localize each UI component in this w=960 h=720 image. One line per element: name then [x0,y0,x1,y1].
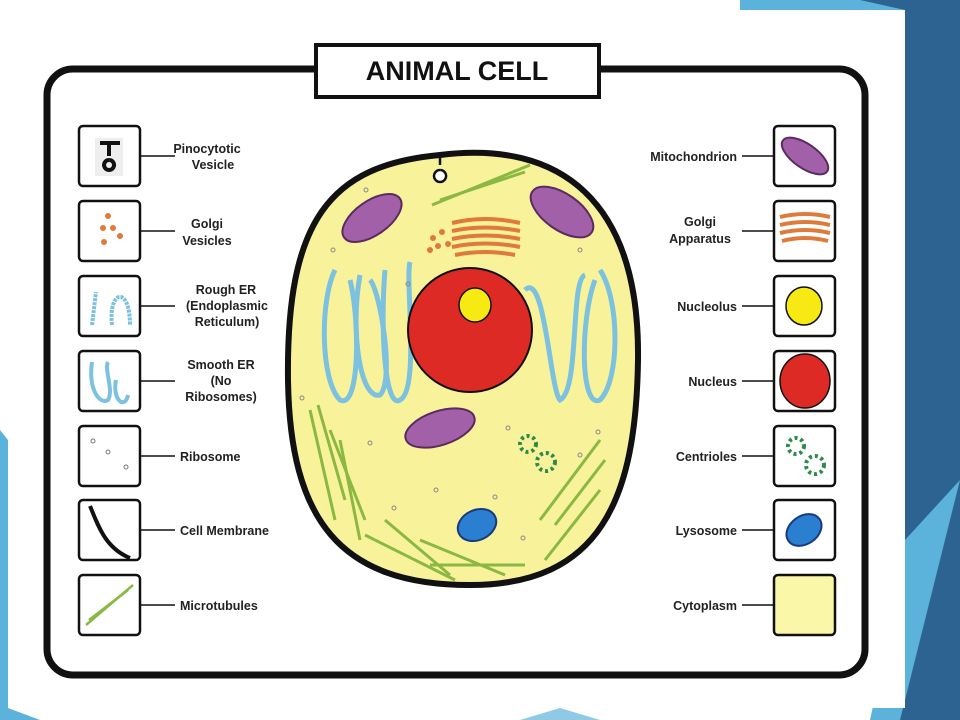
legend-item-ribosome: Ribosome [77,424,240,488]
cytoplasm-icon [772,573,837,637]
label-apparatus: Apparatus [669,232,731,246]
label-mitochondrion: Mitochondrion [650,150,737,164]
label-endoplasmic: (Endoplasmic [186,299,268,313]
ribosome-icon [90,438,129,470]
microtubules [308,163,607,582]
centrioles [518,434,557,473]
label-ribosome: Ribosome [180,450,240,464]
smooth-er-icon [89,361,130,405]
legend-item-rough-er: Rough ER (Endoplasmic Reticulum) [77,274,268,338]
cell-membrane-icon [88,505,131,560]
legend-item-nucleus: Nucleus [688,349,837,413]
legend-item-mitochondrion: Mitochondrion [650,124,837,188]
legend-item-smooth-er: Smooth ER (No Ribosomes) [77,349,257,413]
label-cell-membrane: Cell Membrane [180,524,269,538]
label-pinocytotic: Pinocytotic [173,142,240,156]
nucleus [407,267,533,393]
label-centrioles: Centrioles [676,450,737,464]
ribosomes [299,187,601,541]
legend-item-cytoplasm: Cytoplasm [673,573,837,637]
rough-er-icon [90,291,132,326]
legend-item-pinocytotic-vesicle: Pinocytotic Vesicle [77,124,241,188]
mitochondria [341,185,595,449]
legend-item-microtubules: Microtubules [77,573,258,637]
diagram-title: ANIMAL CELL [366,56,549,86]
label-golgi: Golgi [684,215,716,229]
nucleus-icon [779,353,831,409]
legend-item-centrioles: Centrioles [676,424,837,488]
left-legend: Pinocytotic Vesicle Golgi Vesicles Rough… [77,124,269,637]
golgi-vesicles-icon [100,213,123,245]
nucleolus-icon [785,286,823,326]
label-vesicles: Vesicles [182,234,231,248]
lysosome-icon [785,513,823,547]
smooth-er [380,261,587,404]
label-vesicle: Vesicle [192,158,234,172]
golgi-apparatus [451,217,521,257]
label-lysosome: Lysosome [676,524,737,538]
cell [284,149,642,589]
label-ribosomes: Ribosomes) [185,390,257,404]
pinocytotic-vesicle [432,152,448,184]
title-box [314,43,601,99]
background-shape-bottom [520,708,600,720]
rough-er [321,268,618,404]
lysosome [456,507,498,543]
label-rough-er: Rough ER [196,283,256,297]
label-nucleus: Nucleus [688,375,737,389]
legend-item-cell-membrane: Cell Membrane [77,498,269,562]
label-golgi: Golgi [191,217,223,231]
golgi-vesicles [427,229,451,253]
legend-item-golgi-vesicles: Golgi Vesicles [77,199,232,263]
label-no: (No [211,374,232,388]
legend-item-lysosome: Lysosome [676,498,837,562]
label-microtubules: Microtubules [180,599,258,613]
legend-item-nucleolus: Nucleolus [677,274,837,338]
legend-item-golgi-apparatus: Golgi Apparatus [669,199,837,263]
background-shape-dark [860,0,960,720]
label-cytoplasm: Cytoplasm [673,599,737,613]
right-legend: Mitochondrion Golgi Apparatus Nucleolus … [650,124,837,637]
nucleolus [458,287,492,323]
golgi-apparatus-icon [779,212,831,243]
microtubules-icon [85,584,134,626]
label-smooth-er: Smooth ER [187,358,254,372]
centrioles-icon [786,436,826,476]
mitochondrion-icon [780,136,830,176]
label-nucleolus: Nucleolus [677,300,737,314]
label-reticulum: Reticulum) [195,315,260,329]
